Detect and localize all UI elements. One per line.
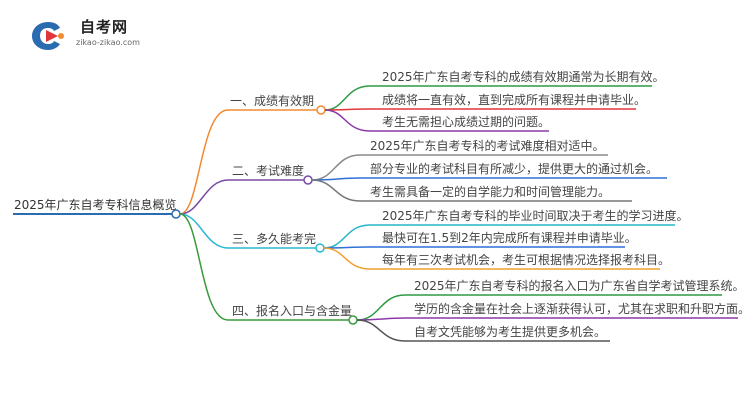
branch-4-label[interactable]: 四、报名入口与含金量 bbox=[232, 304, 353, 318]
leaf-3-3[interactable]: 每年有三次考试机会，考生可根据情况选择报考科目。 bbox=[382, 253, 671, 267]
leaf-2-1[interactable]: 2025年广东自考专科的考试难度相对适中。 bbox=[370, 139, 605, 153]
leaf-4-2[interactable]: 学历的含金量在社会上逐渐获得认可，尤其在求职和升职方面。 bbox=[414, 302, 750, 316]
leaf-1-3[interactable]: 考生无需担心成绩过期的问题。 bbox=[382, 115, 551, 129]
branch-3-label[interactable]: 三、多久能考完 bbox=[232, 232, 317, 246]
connector-branch-4 bbox=[179, 213, 229, 321]
connector-branch-1 bbox=[179, 109, 229, 215]
leaf-2-2[interactable]: 部分专业的考试科目有所减少，提供更大的通过机会。 bbox=[370, 162, 659, 176]
branch-2-label[interactable]: 二、考试难度 bbox=[232, 164, 305, 178]
site-logo[interactable]: 自考网 zikao-zikao.com bbox=[28, 16, 148, 56]
branch-3-dot bbox=[315, 243, 325, 253]
leaf-2-3[interactable]: 考生需具备一定的自学能力和时间管理能力。 bbox=[370, 185, 611, 199]
branch-1-label[interactable]: 一、成绩有效期 bbox=[230, 94, 315, 108]
leaf-4-3[interactable]: 自考文凭能够为考生提供更多机会。 bbox=[414, 325, 607, 339]
leaf-1-2[interactable]: 成绩将一直有效，直到完成所有课程并申请毕业。 bbox=[382, 93, 647, 107]
logo-title: 自考网 bbox=[80, 18, 129, 36]
logo-icon bbox=[32, 22, 64, 50]
leaf-3-2[interactable]: 最快可在1.5到2年内完成所有课程并申请毕业。 bbox=[382, 231, 637, 245]
branch-2-dot bbox=[303, 175, 313, 185]
leaf-4-1[interactable]: 2025年广东自考专科的报名入口为广东省自学考试管理系统。 bbox=[414, 279, 745, 293]
connector-branch-3 bbox=[179, 213, 229, 249]
branch-1-dot bbox=[316, 105, 326, 115]
leaf-3-1[interactable]: 2025年广东自考专科的毕业时间取决于考生的学习进度。 bbox=[382, 209, 689, 223]
connector-branch-2 bbox=[179, 179, 229, 215]
leaf-1-1[interactable]: 2025年广东自考专科的成绩有效期通常为长期有效。 bbox=[382, 70, 665, 84]
logo-url: zikao-zikao.com bbox=[76, 38, 140, 47]
root-topic[interactable]: 2025年广东自考专科信息概览 bbox=[14, 198, 177, 212]
